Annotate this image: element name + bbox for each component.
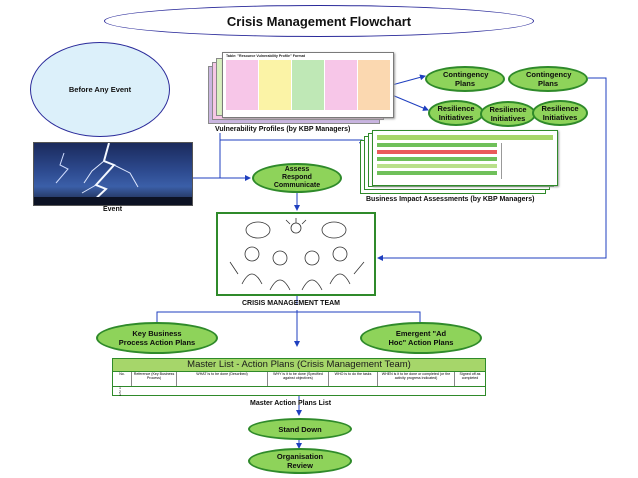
assess-respond-communicate: Assess Respond Communicate: [252, 163, 342, 193]
vulnerability-sheet-front: Table: "Resource Vulnerability Profile" …: [222, 52, 394, 118]
before-any-event-circle: Before Any Event: [30, 42, 170, 137]
title-banner: Crisis Management Flowchart: [104, 5, 534, 37]
organisation-review: Organisation Review: [248, 448, 352, 474]
team-caption: CRISIS MANAGEMENT TEAM: [242, 300, 340, 307]
team-sketch-icon: [229, 218, 365, 291]
contingency-plans-2: Contingency Plans: [508, 66, 588, 92]
vulnerability-profile-sheets: Table: "Resource Vulnerability Profile" …: [208, 52, 394, 124]
col-header: Reference (Key Business Process): [132, 372, 177, 386]
master-list-title: Master List - Action Plans (Crisis Manag…: [113, 359, 485, 371]
col-header: Signed off as completed: [459, 372, 481, 380]
col-header: WHY is it to be done (Specified against …: [268, 372, 329, 386]
col-header: No.: [113, 372, 132, 386]
col-header: WHEN is it to be done or completed (or t…: [378, 372, 455, 386]
col-header: WHO is to do the tasks: [329, 372, 378, 386]
before-any-event-label: Before Any Event: [68, 85, 132, 94]
bia-caption: Business Impact Assessments (by KBP Mana…: [366, 196, 535, 203]
event-caption: Event: [103, 206, 123, 213]
resilience-initiatives-2: Resilience Initiatives: [480, 101, 536, 127]
stand-down: Stand Down: [248, 418, 352, 440]
master-caption: Master Action Plans List: [250, 400, 332, 407]
master-list-body: 1 2 3: [113, 386, 485, 398]
vulnerability-caption: Vulnerability Profiles (by KBP Managers): [215, 126, 351, 133]
vulnerability-table-title: Table: "Resource Vulnerability Profile" …: [226, 54, 305, 58]
key-business-process-action-plans: Key Business Process Action Plans: [96, 322, 218, 354]
bia-sheet-front: [372, 130, 558, 186]
col-header: WHAT is to be done (Described): [177, 372, 268, 386]
bia-sheets: [360, 130, 558, 194]
master-list-header-row: No. Reference (Key Business Process) WHA…: [113, 371, 485, 387]
table-row: 2: [119, 389, 121, 394]
table-row: 3: [119, 393, 121, 398]
contingency-plans-1: Contingency Plans: [425, 66, 505, 92]
lightning-event-image: [33, 142, 193, 206]
page-title: Crisis Management Flowchart: [226, 13, 412, 29]
lightning-bolt-icon: [34, 143, 192, 205]
master-list-table: Master List - Action Plans (Crisis Manag…: [112, 358, 486, 398]
crisis-team-picture: [216, 212, 376, 296]
table-row: 1: [119, 386, 121, 390]
resilience-initiatives-3: Resilience Initiatives: [532, 100, 588, 126]
emergent-ad-hoc-action-plans: Emergent "Ad Hoc" Action Plans: [360, 322, 482, 354]
resilience-initiatives-1: Resilience Initiatives: [428, 100, 484, 126]
